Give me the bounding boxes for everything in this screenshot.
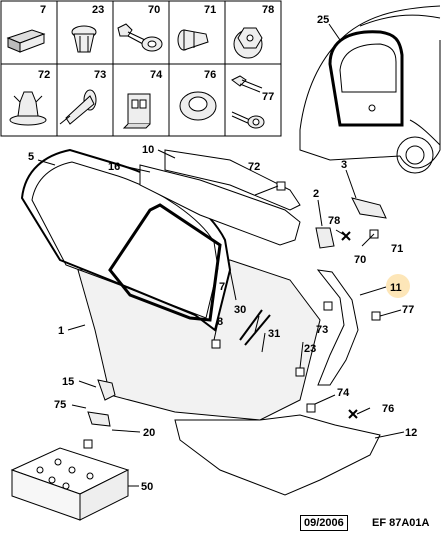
- grid-label-7: 7: [40, 4, 46, 16]
- bracket-15: [97, 379, 116, 401]
- rubber-block-icon: [6, 29, 46, 53]
- hinge-2: [315, 227, 335, 249]
- expanding-rivet-icon: [59, 89, 97, 125]
- label-23: 23: [304, 343, 316, 355]
- label-77: 77: [402, 304, 414, 316]
- diagram-reference: EF 87A01A: [372, 517, 430, 529]
- label-11: 11: [390, 282, 402, 294]
- spoiler: [164, 149, 301, 211]
- side-trim-11: [316, 269, 359, 386]
- screw-washer-icon-77: [231, 111, 265, 129]
- push-clip-icon: [71, 25, 97, 53]
- label-12: 12: [405, 427, 417, 439]
- fastener-kit-box: [10, 447, 130, 521]
- label-20: 20: [143, 427, 155, 439]
- label-30: 30: [234, 304, 246, 316]
- upper-trim: [139, 164, 301, 246]
- label-2: 2: [313, 188, 319, 200]
- label-74: 74: [337, 387, 350, 399]
- gas-struts: [239, 309, 271, 346]
- label-7: 7: [219, 281, 225, 293]
- grid-label-72: 72: [38, 69, 50, 81]
- screw-washer-icon: [117, 23, 163, 52]
- grid-label-73: 73: [94, 69, 106, 81]
- label-31: 31: [268, 328, 280, 340]
- grid-label-71: 71: [204, 4, 216, 16]
- window-frame: [108, 203, 222, 322]
- screw-icon-76: [231, 75, 263, 93]
- diagram-date: 09/2006: [300, 515, 348, 531]
- label-1: 1: [58, 325, 64, 337]
- grid-label-78: 78: [262, 4, 274, 16]
- grommet-icon: [179, 91, 217, 121]
- label-71: 71: [391, 243, 403, 255]
- label-76: 76: [382, 403, 394, 415]
- grid-label-76: 76: [204, 69, 216, 81]
- tailgate-outline-highlight: [328, 30, 404, 127]
- label-72: 72: [248, 161, 260, 173]
- cross-marker-76: [348, 409, 358, 419]
- label-15: 15: [62, 376, 74, 388]
- grid-label-74: 74: [150, 69, 163, 81]
- bracket-3: [351, 197, 387, 219]
- tailgate-panel: [77, 259, 321, 421]
- label-16: 16: [108, 161, 120, 173]
- label-75: 75: [54, 399, 66, 411]
- grid-label-23: 23: [92, 4, 104, 16]
- leader-lines: [37, 149, 405, 487]
- highlight-11: [386, 274, 410, 298]
- label-8: 8: [217, 316, 223, 328]
- label-3: 3: [341, 159, 347, 171]
- nut-icon: [233, 27, 263, 59]
- grid-label-77: 77: [262, 91, 274, 103]
- label-73: 73: [316, 324, 328, 336]
- label-25: 25: [317, 14, 329, 26]
- label-78: 78: [328, 215, 340, 227]
- label-50: 50: [141, 481, 153, 493]
- label-70: 70: [354, 254, 366, 266]
- u-clip-icon: [122, 93, 151, 129]
- car-badge-icon: [368, 104, 376, 112]
- handle-20: [87, 411, 111, 427]
- grid-label-70: 70: [148, 4, 160, 16]
- fastener-grid: [0, 0, 282, 137]
- label-10: 10: [142, 144, 154, 156]
- rear-window-outline: [339, 43, 397, 93]
- leader-25: [328, 23, 341, 41]
- lower-trim-12: [174, 414, 381, 496]
- label-5: 5: [28, 151, 34, 163]
- rivet-icon: [177, 29, 209, 51]
- tree-clip-icon: [9, 91, 47, 126]
